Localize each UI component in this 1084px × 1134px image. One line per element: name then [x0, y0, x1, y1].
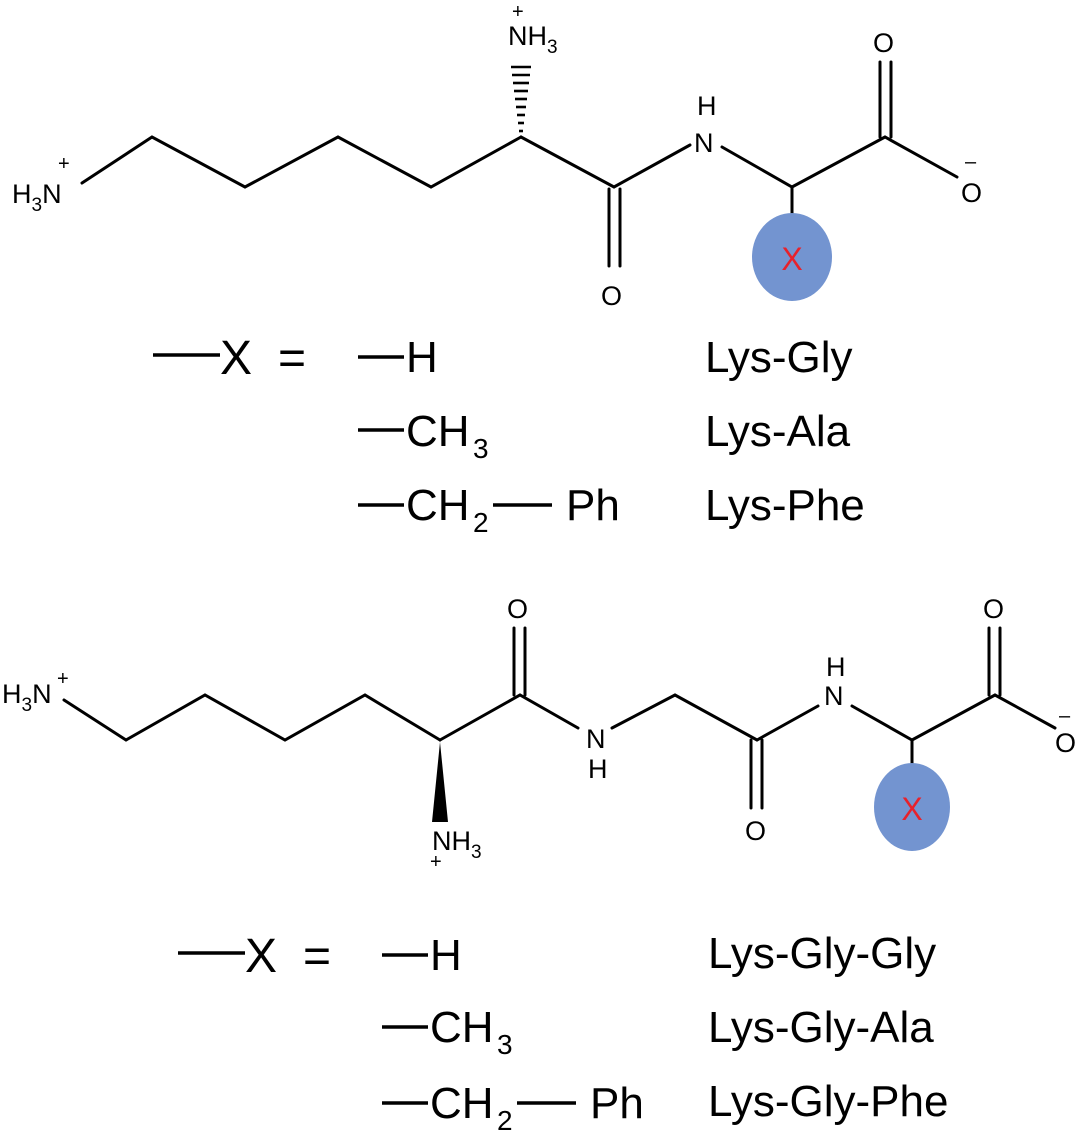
backbone-bonds-4	[610, 693, 820, 742]
nh3-plus-charge-2: +	[430, 851, 442, 873]
carboxylate-minus-charge: –	[965, 151, 977, 173]
tripeptide-name-2: Lys-Gly-Ala	[708, 1003, 934, 1052]
backbone-bonds-2	[720, 135, 959, 189]
amide-n-label-3: N	[824, 681, 844, 711]
group-ch3-subscript: 3	[473, 433, 489, 464]
carboxyl-o-label-2: O	[983, 594, 1004, 624]
group-ph-label-2: Ph	[590, 1079, 644, 1128]
h3n-plus-charge: +	[58, 153, 70, 175]
amide-h-label-3: H	[826, 652, 846, 682]
lysine-side-chain-bonds	[80, 135, 523, 189]
group-ch2-label-2: CH	[430, 1079, 494, 1128]
h3n-label-2: H3N	[2, 679, 52, 716]
group-h-label-2: H	[430, 931, 462, 980]
nh3-plus-charge: +	[512, 1, 524, 23]
carbonyl-o-label: O	[601, 281, 622, 311]
dipeptide-structure: H3N + NH3 + N H O O O – X	[12, 1, 982, 311]
tripeptide-name-3: Lys-Gly-Phe	[708, 1077, 948, 1126]
legend-equals: =	[278, 332, 306, 385]
group-h-label: H	[406, 333, 438, 382]
tripeptide-legend: X = H CH 3 CH 2 Ph Lys-Gly-Gly Lys-Gly-A…	[178, 929, 948, 1134]
legend-x-label-2: X	[245, 930, 277, 983]
backbone-bonds-1	[519, 135, 692, 189]
carbonyl-o-label-3: O	[745, 816, 766, 846]
backbone-bonds-3	[438, 693, 580, 742]
substituent-x-label: X	[781, 241, 802, 277]
hashed-wedge	[511, 65, 531, 133]
backbone-bonds-5	[850, 693, 1057, 742]
h3n-label: H3N	[12, 179, 62, 216]
group-ch3-label-2: CH	[430, 1003, 494, 1052]
amide-n-label: N	[694, 128, 714, 158]
amide-n-label-2: N	[586, 724, 606, 754]
group-ch3-label: CH	[406, 407, 470, 456]
carboxylate-minus-charge-2: –	[1059, 705, 1071, 727]
group-ph-label: Ph	[566, 481, 620, 530]
amide-h-label-2: H	[588, 754, 608, 784]
dipeptide-name-1: Lys-Gly	[705, 333, 853, 382]
lysine-side-chain-bonds-2	[62, 693, 442, 742]
group-ch2-label: CH	[406, 481, 470, 530]
tripeptide-structure: H3N + NH3 + O N H O N H O O – X	[2, 594, 1076, 873]
substituent-circle	[752, 213, 832, 301]
amide-h-label: H	[697, 91, 717, 121]
substituent-circle-2	[874, 763, 950, 851]
dipeptide-name-3: Lys-Phe	[705, 481, 865, 530]
group-ch2-subscript-2: 2	[497, 1105, 513, 1134]
substituent-x-label-2: X	[901, 791, 922, 827]
dipeptide-name-2: Lys-Ala	[705, 407, 851, 456]
group-ch3-subscript-2: 3	[497, 1029, 513, 1060]
solid-wedge	[432, 742, 448, 822]
carboxylate-o-label-2: O	[1055, 728, 1076, 758]
legend-equals-2: =	[303, 930, 331, 983]
dipeptide-legend: X = H CH 3 CH 2 Ph Lys-Gly Lys-Ala Lys-P…	[153, 332, 865, 538]
nh3-label: NH3	[508, 21, 558, 58]
carbonyl-o-label-2: O	[507, 594, 528, 624]
h3n-plus-charge-2: +	[57, 668, 69, 690]
group-ch2-subscript: 2	[473, 507, 489, 538]
carboxyl-o-label: O	[873, 28, 894, 58]
nh3-label-2: NH3	[432, 826, 482, 863]
tripeptide-name-1: Lys-Gly-Gly	[708, 929, 936, 978]
carboxylate-o-label: O	[961, 178, 982, 208]
legend-x-label: X	[220, 332, 252, 385]
